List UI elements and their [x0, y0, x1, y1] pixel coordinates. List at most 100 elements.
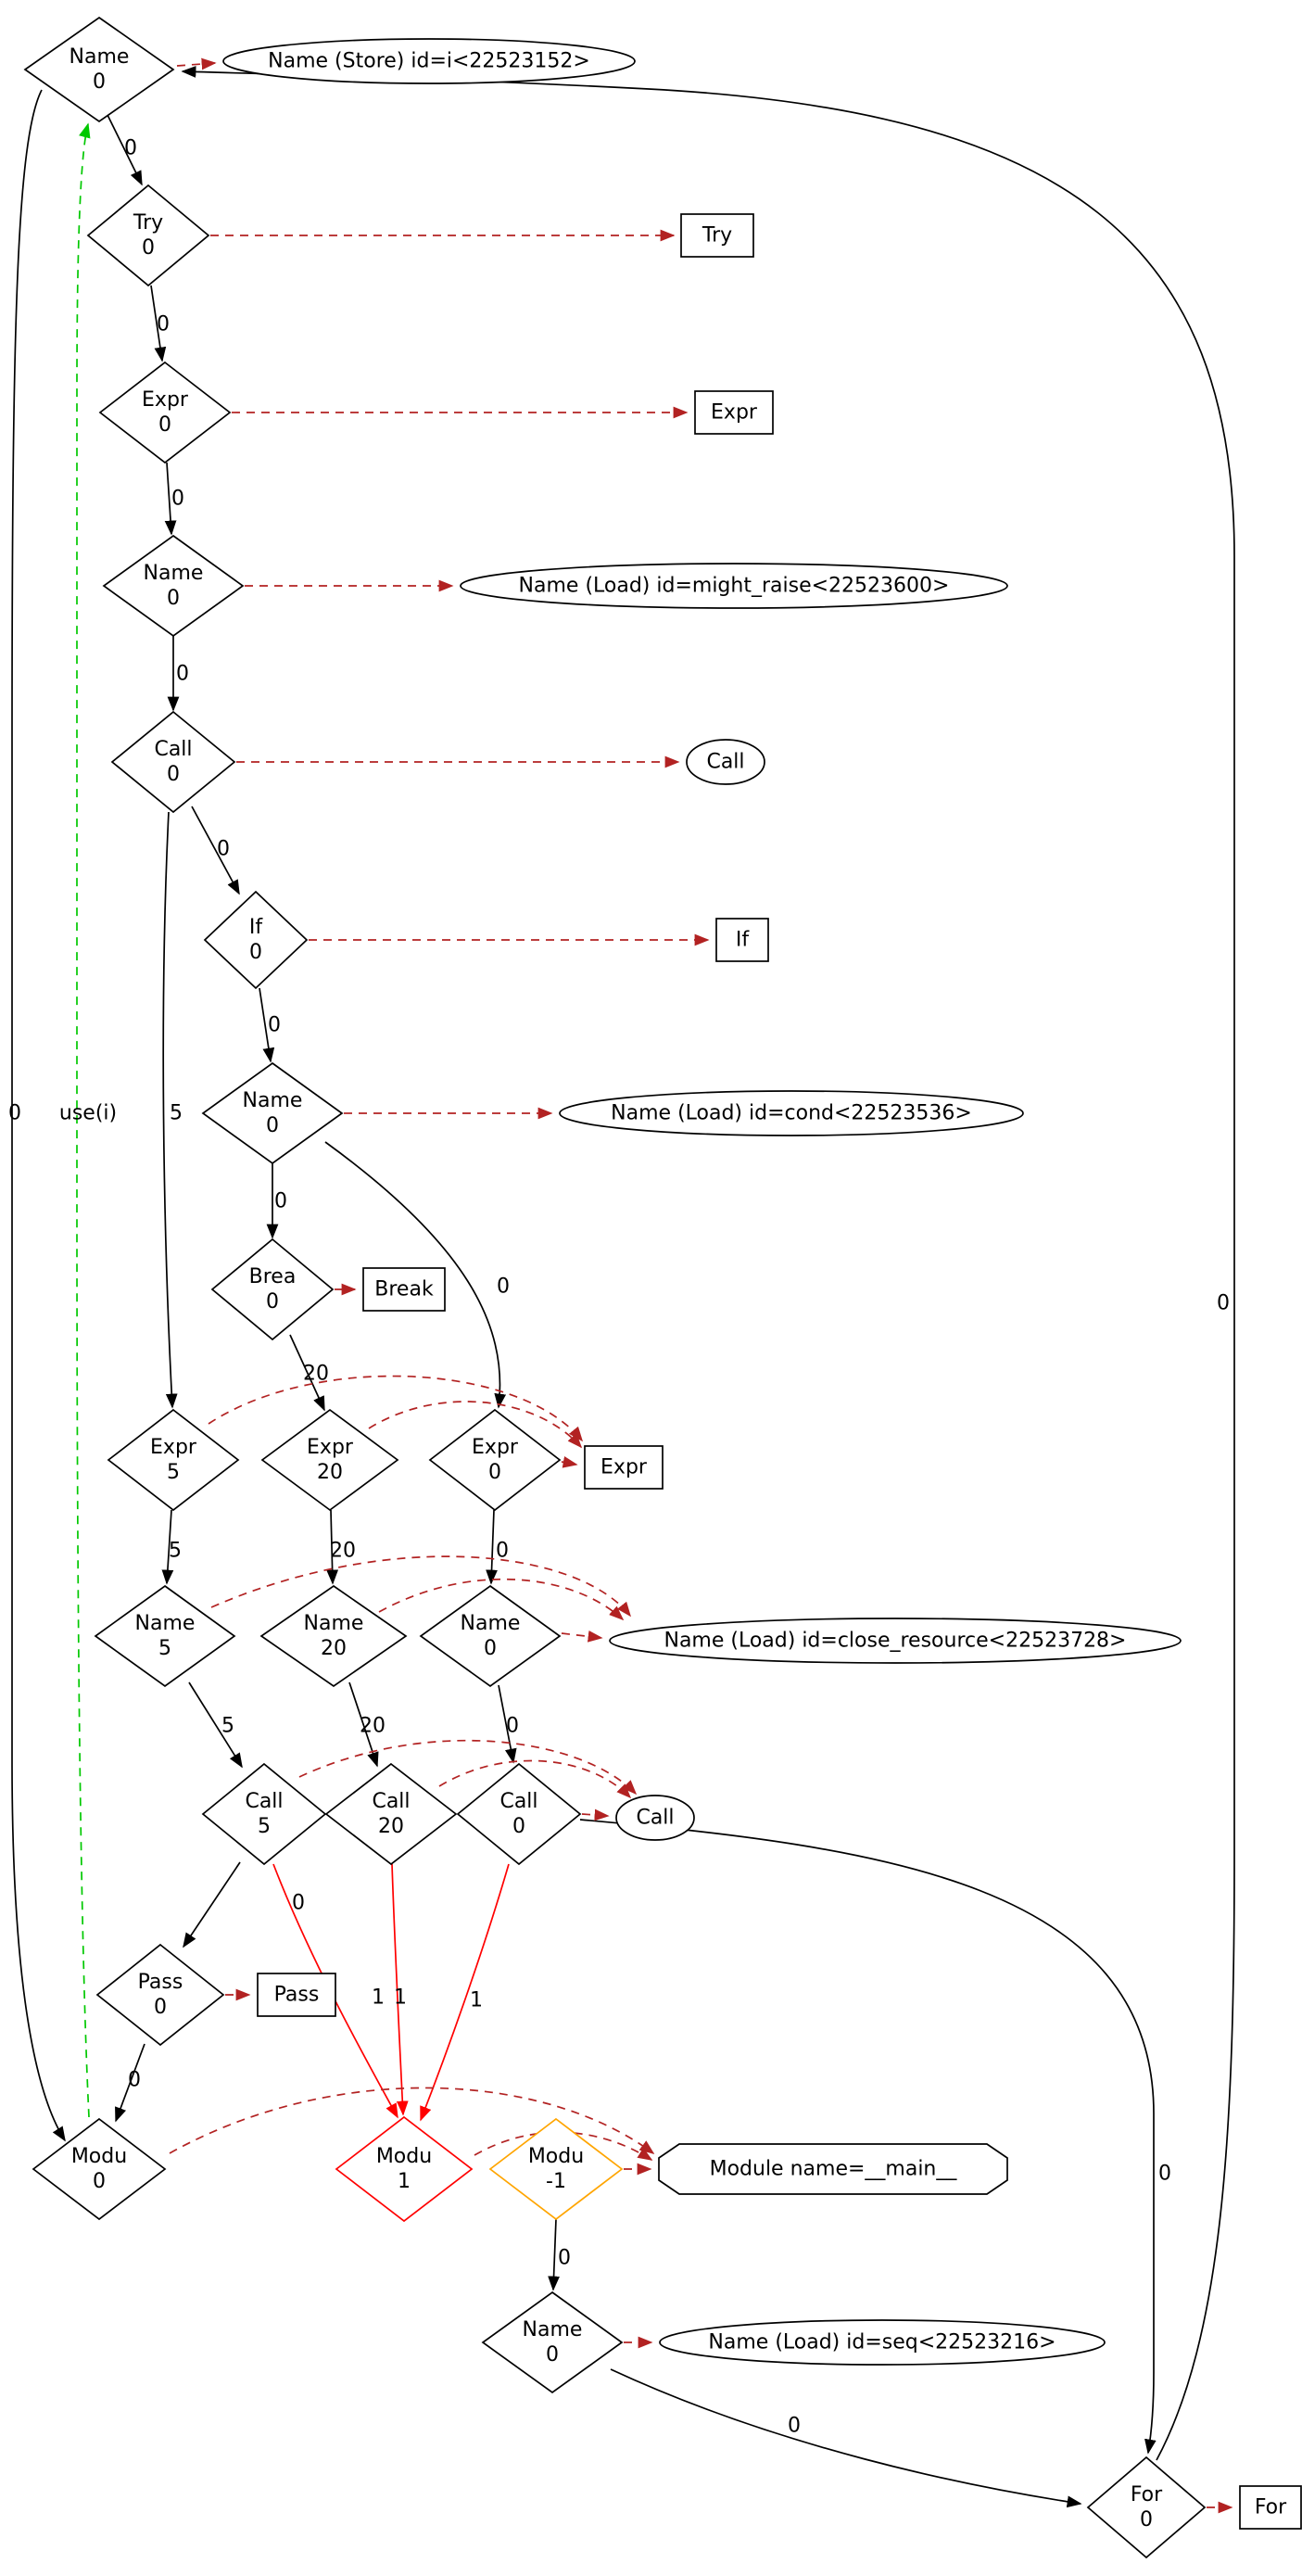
label-name-store-shape — [222, 38, 636, 84]
node-try-text-0: Try — [133, 211, 163, 235]
edge-label-name-might-to-call: 0 — [176, 663, 189, 686]
node-if-text-0: If — [249, 916, 263, 939]
label-expr-bottom-shape — [584, 1445, 664, 1490]
node-modu-1-text-0: Modu — [376, 2145, 432, 2168]
node-try-text-1: 0 — [142, 236, 155, 260]
node-name-5-shape — [94, 1584, 236, 1688]
node-try-shape — [86, 184, 210, 287]
node-for-shape — [1086, 2455, 1207, 2559]
label-name-might-raise: Name (Load) id=might_raise<22523600> — [460, 563, 1008, 609]
edge-label-name5-to-call5: 5 — [221, 1715, 234, 1738]
label-try-shape — [680, 213, 754, 258]
edge-if-to-name-cond — [259, 987, 275, 1063]
edge-label-break-to-expr-20: 20 — [303, 1363, 329, 1386]
edge-call0-to-modu1 — [420, 1863, 510, 2122]
node-name-0-text-0: Name — [461, 1612, 521, 1635]
node-name-20-shape — [259, 1584, 408, 1688]
label-call-top-shape — [686, 739, 765, 785]
edge-expr20-label-edge — [368, 1401, 583, 1449]
node-name-20-text-1: 20 — [321, 1637, 347, 1660]
edge-label-expr20-to-name20: 20 — [330, 1540, 356, 1563]
node-name-store-text-1: 0 — [93, 70, 106, 94]
label-name-cond-text-0: Name (Load) id=cond<22523536> — [611, 1102, 972, 1125]
node-name-0-text-1: 0 — [484, 1637, 497, 1660]
edge-call0-to-for — [579, 1819, 1157, 2455]
edge-call5-to-pass — [183, 1861, 241, 1948]
edge-expr0-label-edge — [561, 1456, 578, 1468]
node-modu-0-text-1: 0 — [93, 2170, 106, 2193]
edge-pass-to-modu0 — [115, 2043, 145, 2123]
node-call-20-text-1: 20 — [378, 1815, 404, 1838]
node-call-top-text-1: 0 — [167, 763, 180, 786]
edge-call0-label-edge — [581, 1808, 610, 1821]
label-if-shape — [715, 918, 769, 962]
node-expr-5-text-0: Expr — [150, 1436, 197, 1459]
edge-label-name-store-to-modu0: 0 — [8, 1102, 21, 1125]
edge-label-name-store-to-try: 0 — [124, 137, 137, 160]
label-try: Try — [680, 213, 754, 258]
node-modu-neg1-shape — [488, 2117, 624, 2221]
node-if: If0 — [203, 890, 309, 990]
node-name-might-raise-shape — [102, 534, 245, 638]
label-name-close-resource: Name (Load) id=close_resource<22523728> — [609, 1618, 1182, 1664]
node-expr-20-shape — [260, 1408, 399, 1512]
edge-call-to-if — [191, 806, 240, 895]
label-name-might-raise-text-0: Name (Load) id=might_raise<22523600> — [519, 575, 950, 598]
node-expr-0-text-0: Expr — [472, 1436, 519, 1459]
node-if-text-1: 0 — [249, 941, 262, 964]
label-module-main-text-0: Module name=__main__ — [710, 2158, 958, 2181]
edge-expr5-label-edge — [208, 1375, 584, 1442]
edge-call5-label-edge — [298, 1739, 638, 1796]
node-name-20-text-0: Name — [304, 1612, 364, 1635]
edge-label-call5-to-pass: 0 — [292, 1892, 305, 1915]
edge-modu0-label-edge — [169, 2087, 655, 2154]
label-module-main-shape — [658, 2143, 1008, 2195]
node-call-5-shape — [201, 1762, 327, 1866]
node-for-text-1: 0 — [1140, 2508, 1153, 2532]
node-expr-5-text-1: 5 — [167, 1461, 180, 1484]
node-name-5-text-1: 5 — [158, 1637, 171, 1660]
edge-name5-to-call5 — [188, 1681, 243, 1769]
edge-expr5-to-name5 — [161, 1509, 174, 1585]
node-name-cond-shape — [201, 1061, 344, 1165]
node-name-0-shape — [419, 1584, 562, 1688]
edge-label-name-cond-to-break: 0 — [274, 1190, 287, 1213]
edge-label-call20-to-modu1: 1 — [394, 1986, 407, 2010]
node-modu-1-shape — [335, 2115, 474, 2223]
node-call-0-text-1: 0 — [512, 1815, 525, 1838]
label-if-text-0: If — [736, 929, 750, 952]
node-break-text-1: 0 — [266, 1290, 279, 1313]
node-modu-1-text-1: 1 — [398, 2170, 411, 2193]
node-call-0-text-0: Call — [499, 1790, 537, 1813]
label-name-might-raise-shape — [460, 563, 1008, 609]
label-name-store-text-0: Name (Store) id=i<22523152> — [268, 50, 590, 73]
edge-label-try-to-expr: 0 — [157, 313, 170, 336]
node-call-20-text-0: Call — [372, 1790, 410, 1813]
node-modu-neg1-text-1: -1 — [546, 2170, 566, 2193]
node-call-top-text-0: Call — [154, 738, 192, 761]
label-expr-bottom: Expr — [584, 1445, 664, 1490]
label-module-main: Module name=__main__ — [658, 2143, 1008, 2195]
node-expr-top-text-1: 0 — [158, 413, 171, 437]
node-call-0-shape — [456, 1762, 582, 1866]
label-expr-top: Expr — [694, 390, 774, 435]
edge-label-call-to-expr-5: 5 — [170, 1102, 183, 1125]
edge-label-modu-neg1-to-name-seq: 0 — [558, 2247, 571, 2270]
node-name-cond-text-1: 0 — [266, 1114, 279, 1137]
node-call-5-text-0: Call — [245, 1790, 283, 1813]
